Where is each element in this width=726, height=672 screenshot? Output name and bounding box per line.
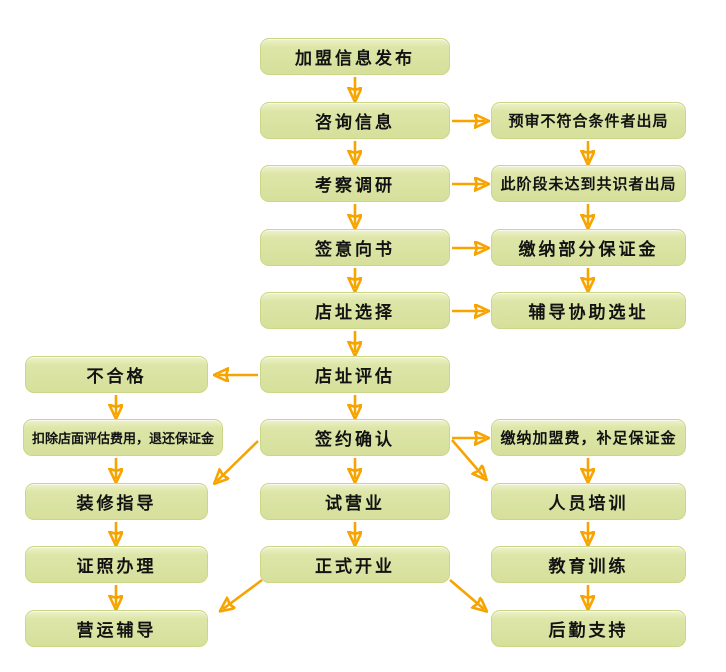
arrow-opening-to-logistics — [449, 579, 484, 609]
node-trial-operation: 试营业 — [260, 483, 450, 520]
arrow-opening-to-coaching — [223, 578, 263, 609]
node-education-training: 教育训练 — [491, 546, 686, 583]
node-logistics-support: 后勤支持 — [491, 610, 686, 647]
node-unqualified: 不合格 — [25, 356, 208, 393]
node-operation-coaching: 营运辅导 — [25, 610, 208, 647]
node-contract-confirm: 签约确认 — [260, 419, 450, 456]
node-official-opening: 正式开业 — [260, 546, 450, 583]
node-partial-deposit: 缴纳部分保证金 — [491, 229, 686, 266]
node-deduct-refund: 扣除店面评估费用，退还保证金 — [23, 419, 223, 456]
node-decoration-guide: 装修指导 — [25, 483, 208, 520]
arrow-confirm-to-training — [451, 439, 484, 477]
node-sign-intent: 签意向书 — [260, 229, 450, 266]
node-site-assist: 辅导协助选址 — [491, 292, 686, 329]
node-info-release: 加盟信息发布 — [260, 38, 450, 75]
node-license-handling: 证照办理 — [25, 546, 208, 583]
node-consensus-out: 此阶段未达到共识者出局 — [491, 165, 686, 202]
node-site-selection: 店址选择 — [260, 292, 450, 329]
node-site-evaluation: 店址评估 — [260, 356, 450, 393]
node-franchise-fee: 缴纳加盟费，补足保证金 — [491, 419, 686, 456]
arrow-confirm-to-decoration — [217, 440, 259, 481]
node-prescreen-out: 预审不符合条件者出局 — [491, 102, 686, 139]
node-field-research: 考察调研 — [260, 165, 450, 202]
node-consult-info: 咨询信息 — [260, 102, 450, 139]
node-staff-training: 人员培训 — [491, 483, 686, 520]
